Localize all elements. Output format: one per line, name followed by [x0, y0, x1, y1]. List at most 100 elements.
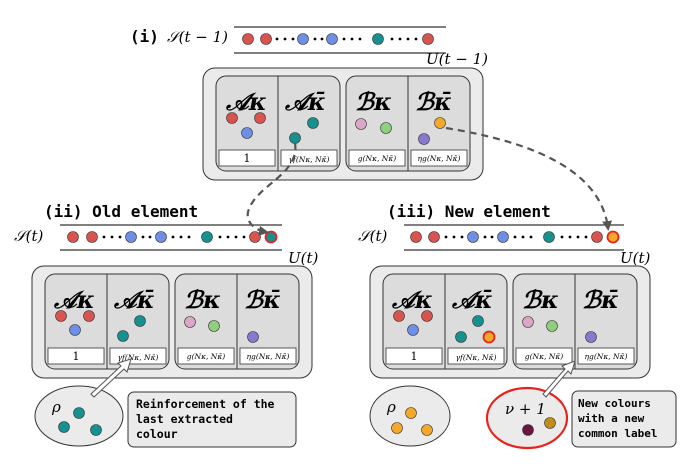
seq-ball-blue: [467, 231, 479, 243]
ball-blue: [69, 324, 81, 336]
weight-B-kappa: g(Nκ, Nκ̄): [187, 352, 225, 361]
ball-green: [380, 122, 392, 134]
ball-red: [393, 310, 405, 322]
panel-ii-label: (ii) Old element: [44, 202, 198, 221]
weight-box-A-kappa-bar: [280, 149, 338, 167]
weight-A-kappa: 1: [73, 350, 80, 363]
ball-teal: [134, 315, 146, 327]
ball-orange: [434, 117, 446, 129]
ball-teal: [58, 421, 70, 433]
weight-B-kappa: g(Nκ, Nκ̄): [358, 154, 396, 163]
ball-blue: [407, 324, 419, 336]
weight-B-kappa-bar: ηg(Nκ, Nκ̄): [247, 352, 290, 361]
ball-green: [208, 320, 220, 332]
weight-A-kappa-bar: γf(Nκ, Nκ̄): [118, 353, 159, 362]
seq-ellipsis: [513, 235, 533, 239]
weight-B-kappa: g(Nκ, Nκ̄): [525, 352, 563, 361]
ball-teal: [472, 315, 484, 327]
ball-pink: [522, 316, 534, 328]
ball-green: [546, 320, 558, 332]
seq-ellipsis: [141, 235, 152, 239]
seq-ball-new-teal: [264, 230, 278, 244]
nu-label: ν + 1: [505, 400, 546, 418]
urn-label-iii: U(t): [620, 249, 651, 267]
seq-ellipsis: [390, 37, 418, 41]
seq-ball-teal: [372, 33, 384, 45]
seq-ball-red: [260, 33, 272, 45]
seq-ball-blue: [297, 33, 309, 45]
weight-box-B-kappa-bar: [410, 149, 468, 167]
seq-ball-blue: [326, 33, 338, 45]
seq-ball-red: [86, 231, 98, 243]
note-new-colours-line: New colours: [578, 397, 651, 410]
seq-ellipsis: [444, 235, 464, 239]
label-A-kappa-bar: 𝒜κ̄: [284, 87, 326, 116]
seq-ball-red: [410, 231, 422, 243]
weight-box-A-kappa: [385, 347, 443, 365]
new-colours-pointer: [542, 360, 576, 398]
note-new-colours: [571, 390, 677, 448]
sequence-label-iii: 𝒮(t): [358, 227, 387, 245]
ball-teal: [307, 117, 319, 129]
label-B-kappa: ℬκ: [184, 285, 221, 314]
seq-ball-red: [242, 33, 254, 45]
ball-red: [83, 310, 95, 322]
ball-orange: [405, 407, 417, 419]
label-B-kappa-bar: ℬκ̄: [244, 285, 281, 314]
note-reinforcement: [127, 391, 297, 448]
label-A-kappa: 𝒜κ: [53, 285, 95, 314]
label-A-kappa-bar: 𝒜κ̄: [113, 285, 155, 314]
seq-ellipsis: [275, 37, 295, 41]
ball-teal: [73, 407, 85, 419]
label-A-kappa-bar: 𝒜κ̄: [451, 285, 493, 314]
urn-label-i: U(t − 1): [426, 50, 488, 68]
ball-teal: [90, 424, 102, 436]
weight-A-kappa-bar: γf(Nκ, Nκ̄): [456, 353, 497, 362]
weight-A-kappa: 1: [244, 152, 251, 165]
note-reinforcement-line: last extracted: [136, 412, 233, 426]
label-B-kappa-bar: ℬκ̄: [582, 285, 619, 314]
weight-box-A-kappa-bar: [447, 347, 505, 365]
reinforcement-pointer: [90, 358, 132, 398]
seq-ball-blue: [125, 231, 137, 243]
note-new-colours-line: with a new: [578, 412, 645, 425]
seq-ball-blue: [497, 231, 509, 243]
seq-ball-red: [67, 231, 79, 243]
weight-box-A-kappa: [47, 347, 105, 365]
ball-orange: [391, 422, 403, 434]
ball-red: [254, 112, 266, 124]
note-reinforcement-line: colour: [136, 427, 178, 441]
ball-red: [226, 112, 238, 124]
weight-box-A-kappa-bar: [109, 347, 167, 365]
ball-orange: [421, 424, 433, 436]
seq-ellipsis: [218, 235, 246, 239]
weight-B-kappa-bar: ηg(Nκ, Nκ̄): [585, 352, 628, 361]
seq-ellipsis: [483, 235, 494, 239]
weight-A-kappa: 1: [411, 350, 418, 363]
seq-ellipsis: [171, 235, 191, 239]
ball-purple: [418, 133, 430, 145]
panel-ii: (ii) Old element 𝒮(t) U(: [14, 202, 319, 448]
rho-label: ρ: [51, 398, 61, 416]
sequence-iii: [404, 224, 624, 251]
ball-olive: [544, 417, 556, 429]
label-B-kappa-bar: ℬκ̄: [415, 87, 452, 116]
new-label-ellipse: [485, 386, 569, 450]
rho-label: ρ: [386, 398, 396, 416]
seq-ball-red: [422, 33, 434, 45]
sequence-ii: [60, 224, 282, 251]
label-A-kappa: 𝒜κ: [225, 87, 267, 116]
weight-box-B-kappa: [177, 347, 235, 365]
note-reinforcement-line: Reinforcement of the: [136, 397, 275, 411]
seq-ball-red: [249, 231, 261, 243]
ball-pink: [355, 118, 367, 130]
label-B-kappa: ℬκ: [355, 87, 392, 116]
label-B-kappa: ℬκ: [522, 285, 559, 314]
panel-iii: (iii) New element 𝒮(t) U: [358, 202, 677, 450]
ball-teal: [117, 330, 129, 342]
seq-ball-teal: [201, 231, 213, 243]
ball-new-orange: [482, 330, 496, 344]
sequence-label-i: 𝒮(t − 1): [167, 28, 228, 46]
weight-box-B-kappa: [515, 347, 573, 365]
